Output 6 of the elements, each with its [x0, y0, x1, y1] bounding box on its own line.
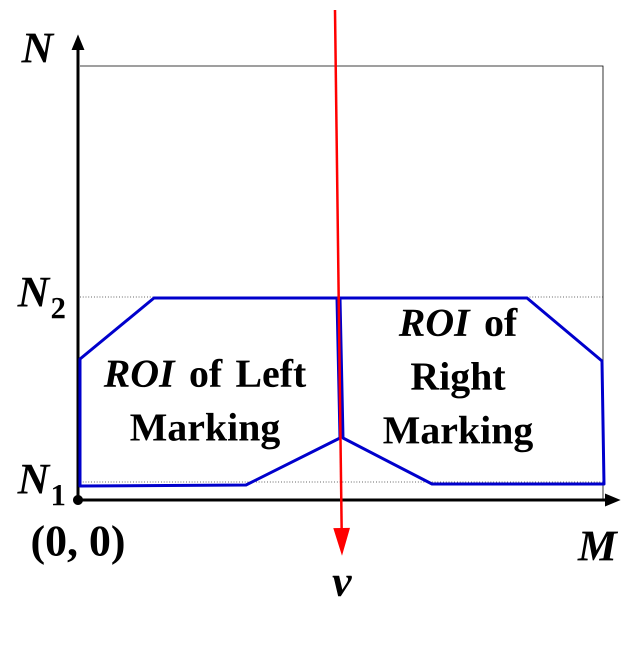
line-label: v	[332, 576, 352, 596]
tick-label: N$_{2}$	[17, 278, 65, 318]
tick-label: N$_{1}$	[17, 464, 64, 506]
origin-label: (0, 0)	[32, 525, 124, 565]
axis-label: N	[21, 34, 54, 62]
axis-label: M	[577, 532, 618, 560]
